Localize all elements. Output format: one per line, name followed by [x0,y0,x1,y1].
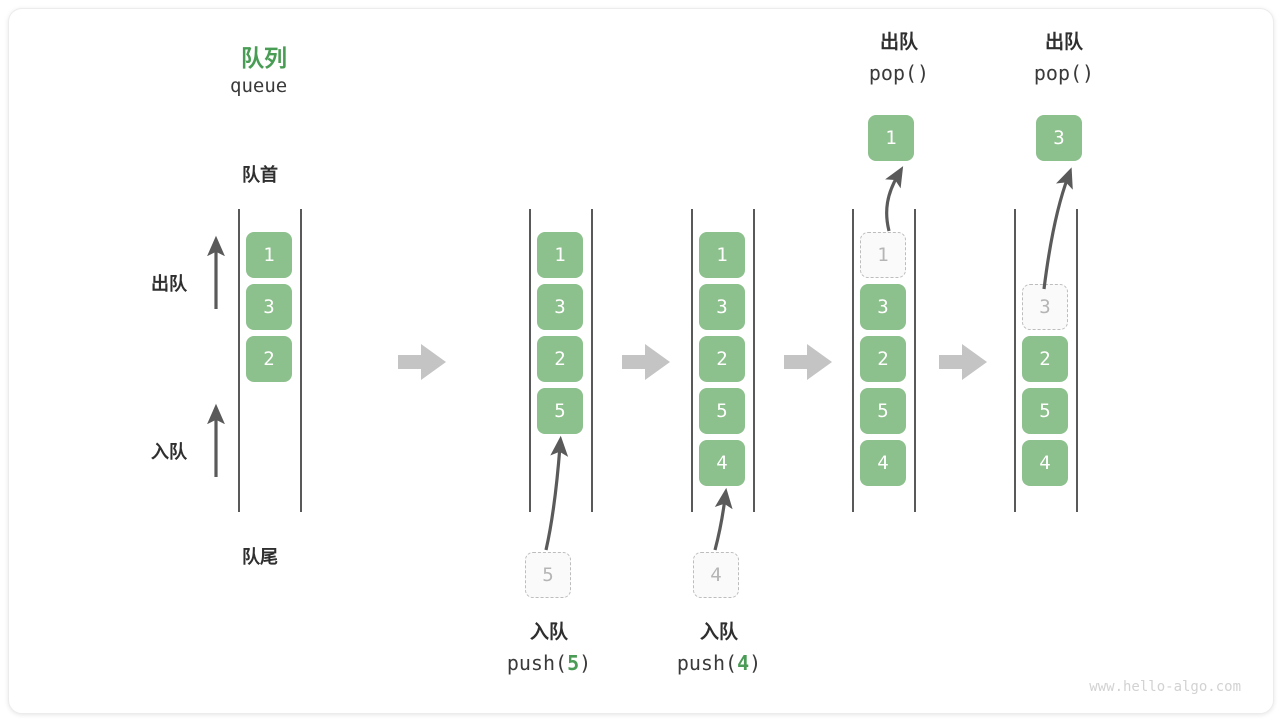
push-arrow-4-icon [713,487,733,551]
queue-rail-right-5 [1076,209,1078,512]
queue-cell: 5 [699,388,745,434]
popped-result-cell: 1 [868,115,914,161]
push-code-post: ) [749,651,762,675]
queue-cell: 3 [699,284,745,330]
step-transition-arrow-icon [784,344,832,380]
dequeue-label: 出队 [151,274,187,294]
diagram-frame: 队列 queue 队首 队尾 出队 入队 1 3 2 1 3 2 5 5 入队 … [8,8,1274,714]
incoming-ghost-cell: 4 [693,552,739,598]
rear-label: 队尾 [242,547,278,567]
diagram-stage: 队列 queue 队首 队尾 出队 入队 1 3 2 1 3 2 5 5 入队 … [9,9,1273,713]
queue-cell: 1 [537,232,583,278]
queue-cell: 3 [246,284,292,330]
push-caption-label: 入队 [529,622,568,643]
push-code-num: 5 [567,651,580,675]
queue-rail-left-3 [691,209,693,512]
push-caption-code: push(5) [439,648,659,678]
push-caption-label: 入队 [699,622,738,643]
step-transition-arrow-icon [939,344,987,380]
push-code-pre: push( [506,651,568,675]
popped-ghost-cell: 3 [1022,284,1068,330]
pop-caption-1: 出队 pop() [799,28,999,88]
pop-caption-label: 出队 [1044,32,1083,53]
queue-cell: 1 [699,232,745,278]
queue-cell: 2 [246,336,292,382]
queue-cell: 3 [537,284,583,330]
queue-rail-right-1 [300,209,302,512]
push-caption-4: 入队 push(4) [609,618,829,678]
queue-cell: 2 [537,336,583,382]
queue-rail-left-4 [852,209,854,512]
step-transition-arrow-icon [398,344,446,380]
queue-rail-left-1 [238,209,240,512]
enqueue-label: 入队 [151,442,187,462]
front-label: 队首 [242,165,278,185]
queue-rail-right-3 [753,209,755,512]
push-arrow-5-icon [544,435,569,551]
push-code-post: ) [579,651,592,675]
push-caption-5: 入队 push(5) [439,618,659,678]
queue-cell: 5 [1022,388,1068,434]
queue-cell: 4 [860,440,906,486]
queue-cell: 4 [1022,440,1068,486]
pop-caption-label: 出队 [879,32,918,53]
popped-result-cell: 3 [1036,115,1082,161]
push-code-pre: push( [676,651,738,675]
watermark: www.hello-algo.com [1089,679,1241,695]
page-title-en: queue [230,75,288,97]
queue-cell: 2 [699,336,745,382]
queue-cell: 2 [1022,336,1068,382]
pop-caption-code: pop() [868,61,930,85]
queue-rail-left-5 [1014,209,1016,512]
push-caption-code: push(4) [609,648,829,678]
queue-cell: 4 [699,440,745,486]
incoming-ghost-cell: 5 [525,552,571,598]
queue-cell: 5 [860,388,906,434]
pop-arrow-3-icon [1042,167,1073,290]
queue-rail-right-2 [591,209,593,512]
queue-rail-right-4 [914,209,916,512]
queue-rail-left-2 [529,209,531,512]
queue-cell: 2 [860,336,906,382]
step-transition-arrow-icon [622,344,670,380]
queue-cell: 3 [860,284,906,330]
queue-cell: 1 [246,232,292,278]
push-code-num: 4 [737,651,750,675]
popped-ghost-cell: 1 [860,232,906,278]
pop-caption-code: pop() [1033,61,1095,85]
pop-arrow-1-icon [885,166,904,232]
queue-cell: 5 [537,388,583,434]
arrows-overlay [207,166,1073,551]
page-title-cn: 队列 [241,45,287,71]
pop-caption-3: 出队 pop() [964,28,1164,88]
